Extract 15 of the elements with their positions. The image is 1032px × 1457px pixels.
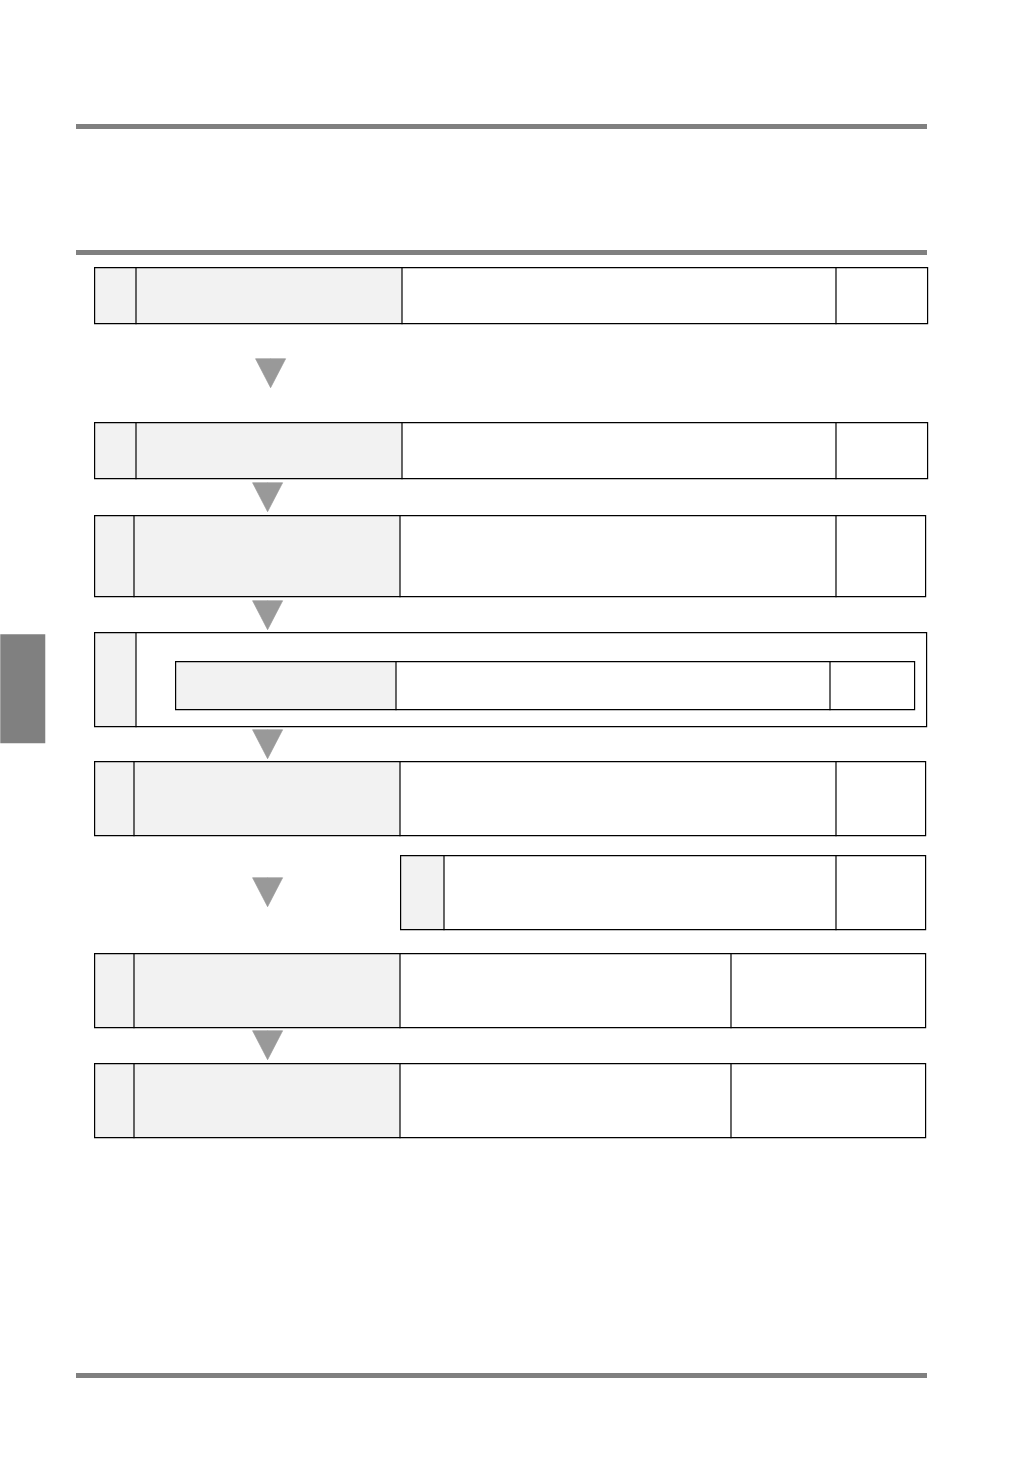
table-row: [94, 421, 929, 480]
arrow: [252, 877, 283, 907]
table-row: [94, 266, 929, 325]
arrow: [252, 729, 283, 759]
table-row: [94, 760, 927, 837]
table-row: [94, 1062, 927, 1139]
arrow: [252, 482, 283, 512]
arrow: [252, 1030, 283, 1060]
table-row: [94, 631, 928, 728]
table-row: [94, 514, 927, 598]
table-row: [175, 660, 916, 711]
table-row: [94, 952, 927, 1029]
table-row: [400, 854, 927, 931]
arrow: [252, 600, 283, 630]
side-tab: [0, 634, 46, 744]
